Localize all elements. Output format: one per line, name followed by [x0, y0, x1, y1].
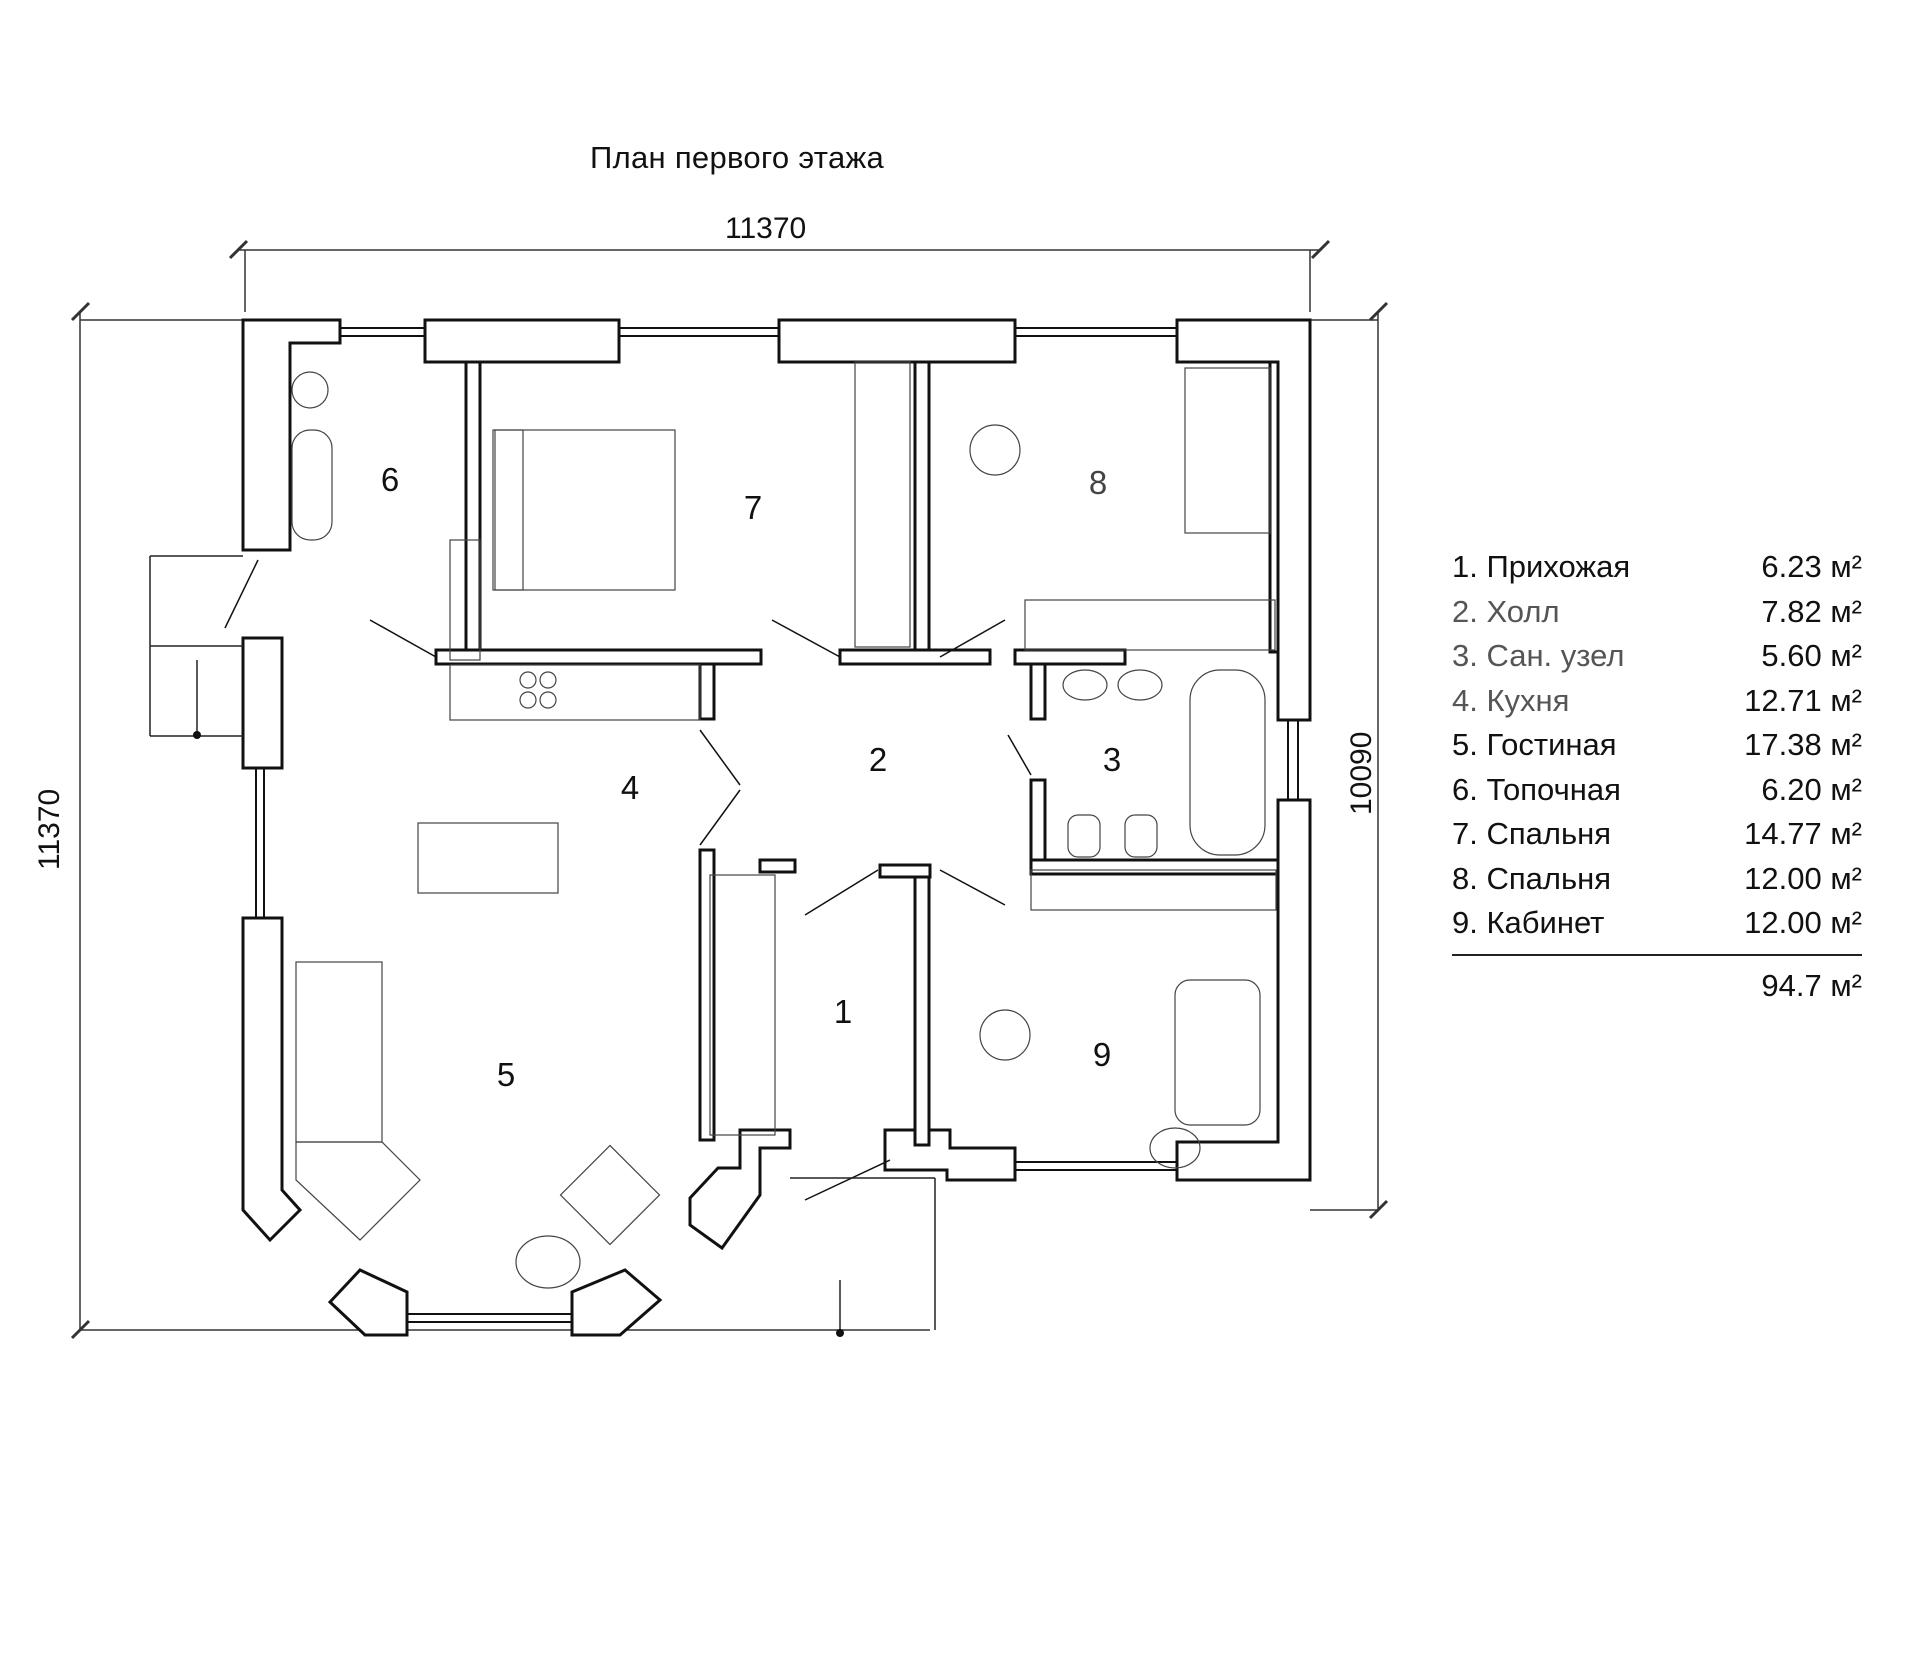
- schedule-divider: [1452, 953, 1862, 956]
- schedule-row: 6. Топочная 6.20 м²: [1452, 768, 1862, 813]
- shelf: [1030, 869, 1277, 911]
- exterior-walls: [241, 318, 1312, 1337]
- schedule-row: 7. Спальня 14.77 м²: [1452, 812, 1862, 857]
- schedule-row: 2. Холл 7.82 м²: [1452, 590, 1862, 635]
- furniture: [291, 361, 1277, 1289]
- schedule-total: 94.7 м²: [1761, 967, 1862, 1003]
- dimension-left: 11370: [33, 788, 66, 870]
- closet: [854, 361, 911, 648]
- room-name: 1. Прихожая: [1452, 549, 1631, 584]
- bathtub: [1189, 669, 1266, 856]
- room-area: 7.82 м²: [1761, 593, 1862, 629]
- room-name: 3. Сан. узел: [1452, 638, 1625, 673]
- armchair-lounge: [1174, 979, 1261, 1126]
- room-schedule: 1. Прихожая 6.23 м² 2. Холл 7.82 м² 3. Сан…: [1452, 545, 1862, 1004]
- schedule-row: 9. Кабинет 12.00 м²: [1452, 901, 1862, 946]
- room-number-8: 8: [1088, 464, 1108, 501]
- plan-title: План первого этажа: [590, 140, 885, 175]
- room-name: 5. Гостиная: [1452, 727, 1617, 762]
- schedule-row: 5. Гостиная 17.38 м²: [1452, 723, 1862, 768]
- washing-machine: [291, 371, 329, 409]
- kitchen-counter: [449, 664, 701, 721]
- room-name: 9. Кабинет: [1452, 905, 1605, 940]
- door-swings: [224, 559, 1032, 1201]
- room-name: 6. Топочная: [1452, 771, 1621, 807]
- toilet: [1067, 814, 1101, 858]
- interior-walls: [434, 360, 1280, 1147]
- room-number-7: 7: [743, 489, 763, 526]
- chimney: [449, 539, 481, 661]
- room-area: 12.71 м²: [1744, 682, 1862, 718]
- room-number-2: 2: [868, 741, 888, 778]
- coffee-table: [515, 1235, 581, 1289]
- room-number-4: 4: [620, 769, 640, 806]
- side-table: [1149, 1127, 1201, 1169]
- schedule-row: 4. Кухня 12.71 м²: [1452, 679, 1862, 724]
- room-number-3: 3: [1102, 741, 1122, 778]
- sofa: [295, 961, 383, 1143]
- room-number-9: 9: [1092, 1036, 1112, 1073]
- dining-table: [417, 822, 559, 894]
- room-name: 8. Спальня: [1452, 860, 1612, 896]
- room-area: 17.38 м²: [1744, 727, 1862, 762]
- room-area: 6.20 м²: [1761, 771, 1862, 807]
- room-area: 12.00 м²: [1744, 905, 1862, 940]
- bidet: [1124, 814, 1158, 858]
- schedule-row: 1. Прихожая 6.23 м²: [1452, 545, 1862, 590]
- room-name: 7. Спальня: [1452, 816, 1612, 851]
- single-bed: [1184, 367, 1271, 534]
- room-area: 5.60 м²: [1761, 638, 1862, 673]
- room-area: 6.23 м²: [1761, 549, 1862, 584]
- dimension-right: 10090: [1345, 731, 1378, 815]
- boiler-tank: [291, 429, 333, 541]
- room-number-5: 5: [496, 1056, 516, 1093]
- room-area: 12.00 м²: [1744, 860, 1862, 896]
- schedule-row: 8. Спальня 12.00 м²: [1452, 857, 1862, 902]
- room-number-1: 1: [833, 993, 853, 1030]
- sink: [1117, 669, 1163, 701]
- room-number-6: 6: [380, 461, 400, 498]
- room-area: 14.77 м²: [1744, 816, 1862, 851]
- armchair: [559, 1144, 661, 1246]
- office-chair: [979, 1009, 1031, 1061]
- sink: [1062, 669, 1108, 701]
- room-name: 4. Кухня: [1452, 682, 1570, 718]
- bed: [494, 429, 676, 591]
- closet: [709, 874, 776, 1136]
- room-name: 2. Холл: [1452, 593, 1560, 629]
- windows: [255, 327, 1299, 1323]
- wardrobe: [1024, 599, 1276, 651]
- office-chair: [969, 424, 1021, 476]
- dimension-lines: [70, 239, 1389, 1340]
- schedule-row: 3. Сан. узел 5.60 м²: [1452, 634, 1862, 679]
- dimension-top: 11370: [725, 212, 807, 245]
